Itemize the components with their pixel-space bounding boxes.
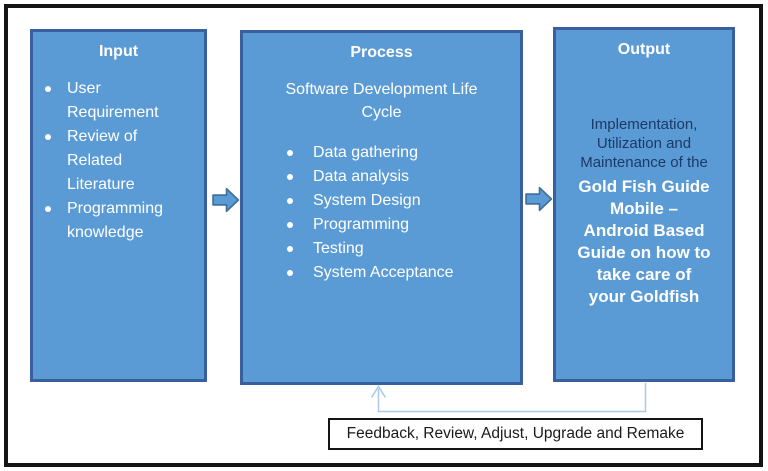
process-list-item: Data gathering [285, 141, 520, 165]
output-box: Output Implementation, Utilization and M… [553, 27, 735, 382]
process-subtitle: Software Development Life Cycle [285, 81, 478, 121]
input-list-item: Programming knowledge [43, 197, 179, 245]
output-description: Implementation, Utilization and Maintena… [580, 116, 708, 171]
output-title: Output [617, 41, 671, 58]
input-list-item: Review of Related Literature [43, 125, 179, 197]
process-list-item: System Design [285, 189, 520, 213]
input-list-item: User Requirement [43, 77, 179, 125]
process-list-item: Programming [285, 213, 520, 237]
process-list-item: System Acceptance [285, 261, 520, 285]
feedback-label-box: Feedback, Review, Adjust, Upgrade and Re… [328, 418, 703, 450]
process-list-item: Data analysis [285, 165, 520, 189]
feedback-label: Feedback, Review, Adjust, Upgrade and Re… [346, 425, 685, 442]
process-list-item: Testing [285, 237, 520, 261]
right-arrow-icon [525, 186, 553, 212]
input-bullet-list: User Requirement Review of Related Liter… [43, 77, 177, 245]
output-text: Implementation, Utilization and Maintena… [556, 115, 732, 308]
input-box: Input User Requirement Review of Related… [30, 29, 207, 382]
process-title: Process [350, 44, 413, 61]
process-box: Process Software Development Life Cycle … [240, 30, 523, 385]
process-bullet-list: Data gathering Data analysis System Desi… [285, 141, 520, 285]
input-title: Input [98, 43, 139, 60]
right-arrow-icon [212, 187, 240, 213]
output-highlight: Gold Fish Guide Mobile – Android Based G… [577, 177, 711, 306]
